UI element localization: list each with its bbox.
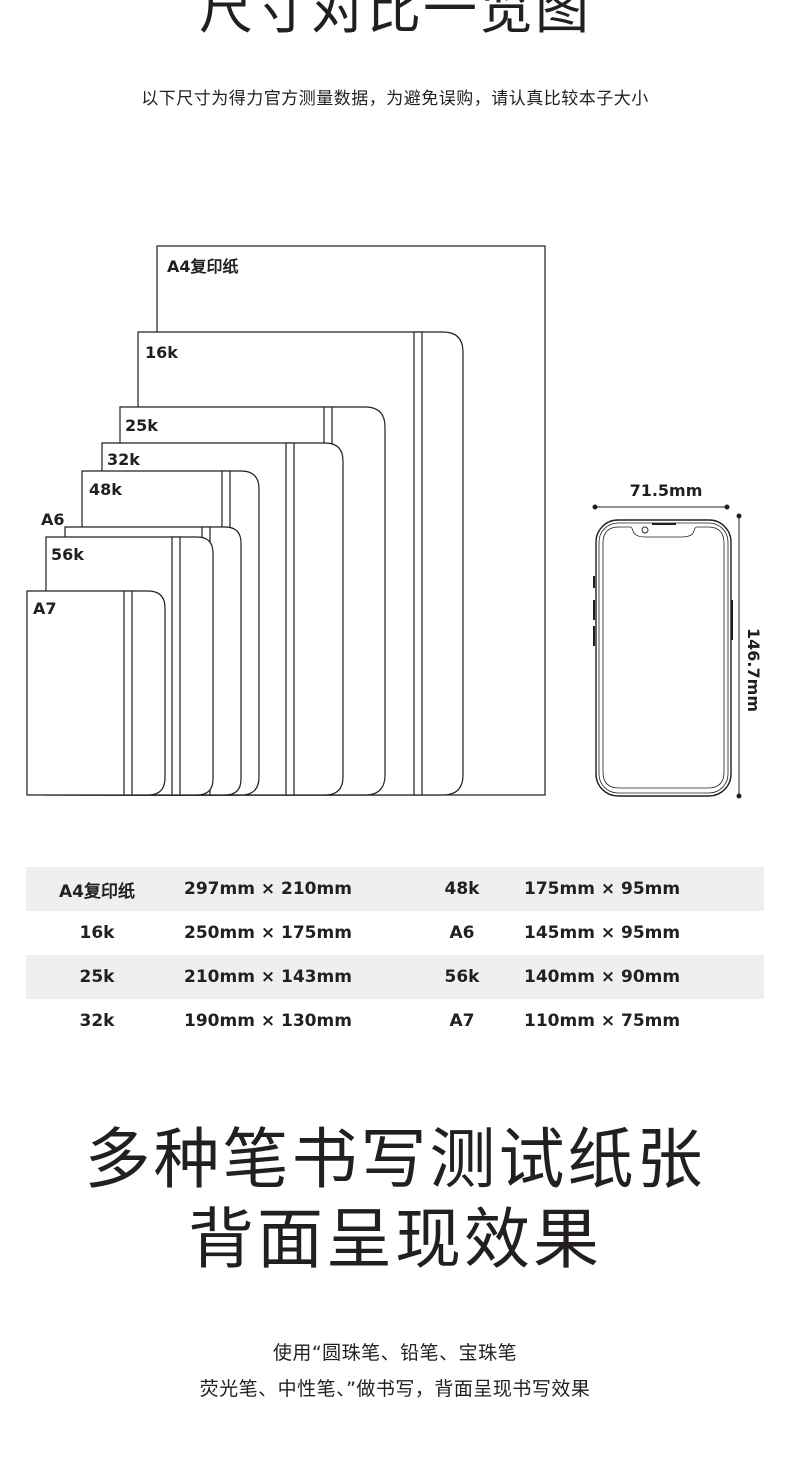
label-48k: 48k xyxy=(89,480,122,499)
phone-width-label: 71.5mm xyxy=(630,481,703,500)
notebook-16k-band xyxy=(413,331,423,796)
notebook-32k-band xyxy=(285,442,295,796)
size-dims-right: 175mm × 95mm xyxy=(514,867,764,911)
label-16k: 16k xyxy=(145,343,178,362)
size-dims-right: 140mm × 90mm xyxy=(514,955,764,999)
section-title-line1: 多种笔书写测试纸张 xyxy=(84,1121,706,1198)
phone-camera-icon xyxy=(641,526,649,534)
phone-screen-outline xyxy=(602,526,725,789)
label-a4: A4复印纸 xyxy=(167,257,239,276)
phone-inner-bezel xyxy=(598,522,729,794)
size-name-left: 25k xyxy=(26,955,168,999)
section-text-line2: 荧光笔、中性笔、”做书写，背面呈现书写效果 xyxy=(199,1378,591,1400)
size-dims-left: 250mm × 175mm xyxy=(184,923,352,943)
size-name-right: A6 xyxy=(449,923,475,943)
size-name-left: 32k xyxy=(79,1011,115,1031)
section-title-line2: 背面呈现效果 xyxy=(188,1201,602,1278)
table-row: 32k 190mm × 130mm A7 110mm × 75mm xyxy=(26,999,764,1043)
size-dims-left: 297mm × 210mm xyxy=(168,867,410,911)
size-name-left: A4复印纸 xyxy=(26,867,168,911)
notebook-a7-band xyxy=(123,590,133,796)
table-row: 25k 210mm × 143mm 56k 140mm × 90mm xyxy=(26,955,764,999)
label-a6: A6 xyxy=(41,510,65,529)
table-row: 16k 250mm × 175mm A6 145mm × 95mm xyxy=(26,911,764,955)
size-name-right: 48k xyxy=(410,867,514,911)
page-title: 尺寸对比一览图 xyxy=(199,0,591,41)
phone-illustration xyxy=(593,519,733,797)
label-32k: 32k xyxy=(107,450,140,469)
size-dims-left: 210mm × 143mm xyxy=(168,955,410,999)
notebook-a7-outline xyxy=(26,590,166,796)
label-56k: 56k xyxy=(51,545,84,564)
phone-width-dimension xyxy=(592,504,730,510)
section-text-line1: 使用“圆珠笔、铅笔、宝珠笔 xyxy=(272,1342,518,1364)
notebook-56k-band xyxy=(171,536,181,796)
label-a7: A7 xyxy=(33,599,57,618)
size-name-right: A7 xyxy=(449,1011,475,1031)
label-25k: 25k xyxy=(125,416,158,435)
phone-height-label: 146.7mm xyxy=(744,628,763,712)
table-row: A4复印纸 297mm × 210mm 48k 175mm × 95mm xyxy=(26,867,764,911)
size-table: A4复印纸 297mm × 210mm 48k 175mm × 95mm 16k… xyxy=(26,867,764,1043)
size-dims-left: 190mm × 130mm xyxy=(184,1011,352,1031)
size-name-right: 56k xyxy=(410,955,514,999)
phone-height-dimension xyxy=(736,513,742,799)
size-dims-right: 145mm × 95mm xyxy=(524,923,681,943)
size-comparison-diagram: A4复印纸 16k 25k 32k 48k A6 56k A7 71.5mm 1… xyxy=(26,245,763,799)
phone-body-outline xyxy=(595,519,732,797)
size-dims-right: 110mm × 75mm xyxy=(524,1011,681,1031)
page-subtitle: 以下尺寸为得力官方测量数据，为避免误购，请认真比较本子大小 xyxy=(141,89,649,109)
size-name-left: 16k xyxy=(79,923,115,943)
